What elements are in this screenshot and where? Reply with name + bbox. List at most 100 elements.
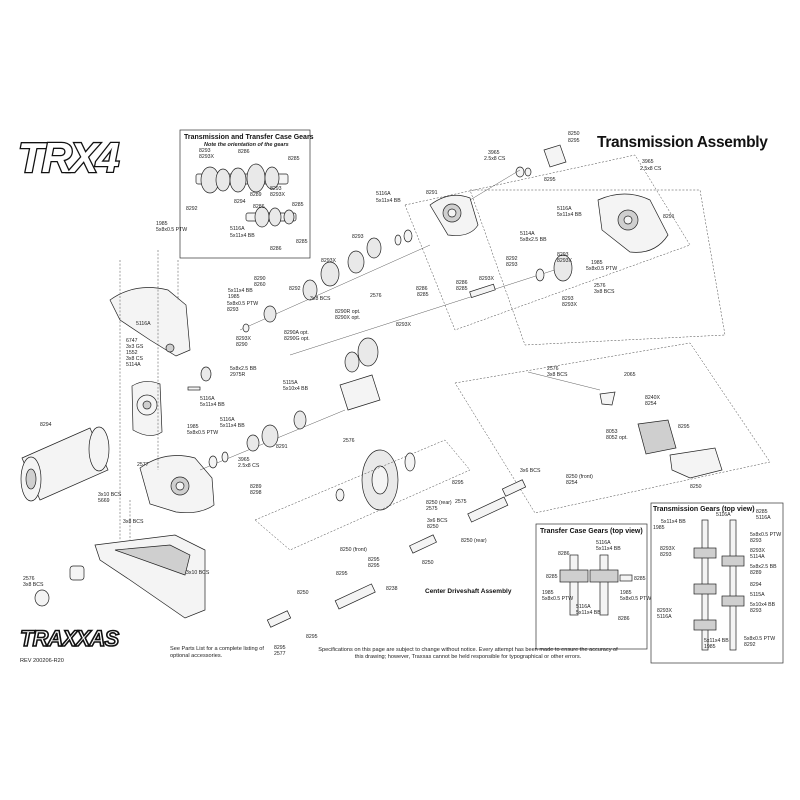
label: 8294	[234, 199, 246, 205]
label: 8293	[660, 552, 672, 558]
part-number: 5x10x4 BB	[283, 386, 309, 392]
part-number: 5116A	[376, 191, 391, 197]
part-number: 8295	[368, 557, 380, 563]
alignment-guides	[119, 250, 179, 540]
part-number: 8293	[557, 252, 569, 258]
label: 8293	[750, 538, 762, 544]
part-number: 8260	[254, 282, 266, 288]
label: 5116A	[716, 512, 731, 518]
part-number: 3x3 GS	[126, 344, 144, 350]
part-number: 5x8x0.5 PTW	[156, 227, 187, 233]
part-number: 3x8 BCS	[123, 519, 144, 525]
part-number: 2577	[274, 651, 286, 657]
spur-gear-8053	[254, 439, 471, 551]
part-number: 5x11x4 BB	[228, 288, 253, 294]
part-number: 8293	[227, 307, 239, 313]
part-number: 8295	[678, 424, 690, 430]
part-number: 8250	[422, 560, 434, 566]
part-number: 2576	[370, 293, 382, 299]
part-number: 5x8x0.5 PTW	[227, 301, 258, 307]
part-number: 1985	[228, 294, 240, 300]
part-number: 8286	[416, 286, 428, 292]
part-number: 8291	[426, 190, 438, 196]
part-number: 8295	[452, 480, 464, 486]
part-number: 5x8x2.5 BB	[230, 366, 257, 372]
part-number: 8293X	[321, 258, 337, 264]
shift-fork-8289	[293, 374, 381, 430]
label: 8285	[634, 576, 646, 582]
part-number: 3x8 BCS	[310, 296, 331, 302]
servo-mount-8240x	[669, 447, 723, 479]
part-number: 8250 (front)	[566, 474, 593, 480]
transmission-case-half-8291-right	[597, 193, 669, 253]
motor-plate-8290	[109, 287, 191, 357]
motor-2975r	[20, 426, 110, 502]
label: 5x11x4 BB	[704, 638, 729, 644]
parts-list-note: See Parts List for a complete listing of…	[170, 646, 264, 659]
part-number: 8254	[645, 401, 657, 407]
part-number: 8285	[456, 286, 468, 292]
part-number: 2576	[23, 576, 35, 582]
trx4-logo: TRX4 TRX4	[17, 133, 123, 183]
part-number: 2576	[343, 438, 355, 444]
part-number: 2065	[624, 372, 636, 378]
label: 8285	[288, 156, 300, 162]
upper-shaft-gears	[239, 229, 431, 333]
part-number: 8294	[40, 422, 52, 428]
part-number: 8293X	[396, 322, 412, 328]
label: 5x11x4 BB	[576, 610, 601, 616]
part-number: 8293X	[236, 336, 252, 342]
disclaimer-text: Specifications on this page are subject …	[318, 647, 618, 660]
part-number: 8240X	[645, 395, 661, 401]
part-number: 8052 opt.	[606, 435, 628, 441]
part-number: 8295	[274, 645, 286, 651]
part-number: 8250 (front)	[340, 547, 367, 553]
transmission-case-half-8291	[429, 194, 479, 236]
part-number: 5115A	[283, 380, 298, 386]
label: 8285	[546, 574, 558, 580]
label: 8289	[250, 192, 262, 198]
label: 8286	[238, 149, 250, 155]
part-number: 8295	[336, 571, 348, 577]
label: 5x8x0.5 PTW	[542, 596, 573, 602]
transfer-case-title: Transfer Case Gears (top view)	[540, 528, 643, 535]
part-number: 8250	[690, 484, 702, 490]
label: 8286	[270, 246, 282, 252]
lower-shaft-gears	[199, 409, 346, 471]
label: 5115A	[750, 592, 765, 598]
part-number: 8286	[456, 280, 468, 286]
label: 8285	[756, 509, 768, 515]
part-number: 2.5x8 CS	[238, 463, 260, 469]
logo-text: TRX4	[18, 134, 119, 181]
lower-transmission-case	[139, 455, 215, 514]
part-number: 2.5x8 CS	[640, 166, 662, 172]
part-number: 3x6 BCS	[427, 518, 448, 524]
label: 8293X	[750, 548, 766, 554]
part-number: 5x11x4 BB	[220, 423, 245, 429]
part-number: 8250	[297, 590, 309, 596]
part-number: 8295	[544, 177, 556, 183]
part-number: 5x11x4 BB	[200, 402, 225, 408]
shift-servo-2065	[599, 391, 677, 455]
part-number: 8293X	[479, 276, 495, 282]
label: 1985	[620, 590, 632, 596]
part-number: 8293X	[562, 302, 578, 308]
revision-label: REV 200206-R20	[20, 658, 64, 664]
output-yoke	[34, 565, 85, 607]
spur-plate	[131, 381, 163, 436]
part-number: 3965	[642, 159, 654, 165]
part-number: 8298	[250, 490, 262, 496]
label: 5x11x4 BB	[596, 546, 621, 552]
part-number: 3x6 BCS	[520, 468, 541, 474]
part-number: 8292	[289, 286, 301, 292]
svg-text:TRX4: TRX4	[18, 134, 119, 181]
part-number: 8290X opt.	[335, 315, 360, 321]
label: 5x8x0.5 PTW	[750, 532, 781, 538]
part-number: 2575	[455, 499, 467, 505]
label: 8293X	[199, 154, 215, 160]
center-driveshaft-label: Center Driveshaft Assembly	[425, 588, 512, 595]
part-number: 3x8 CS	[126, 356, 144, 362]
part-number: 5669	[98, 498, 110, 504]
part-number: 5x8x0.5 PTW	[586, 266, 617, 272]
middle-shaft-gears	[289, 254, 573, 373]
